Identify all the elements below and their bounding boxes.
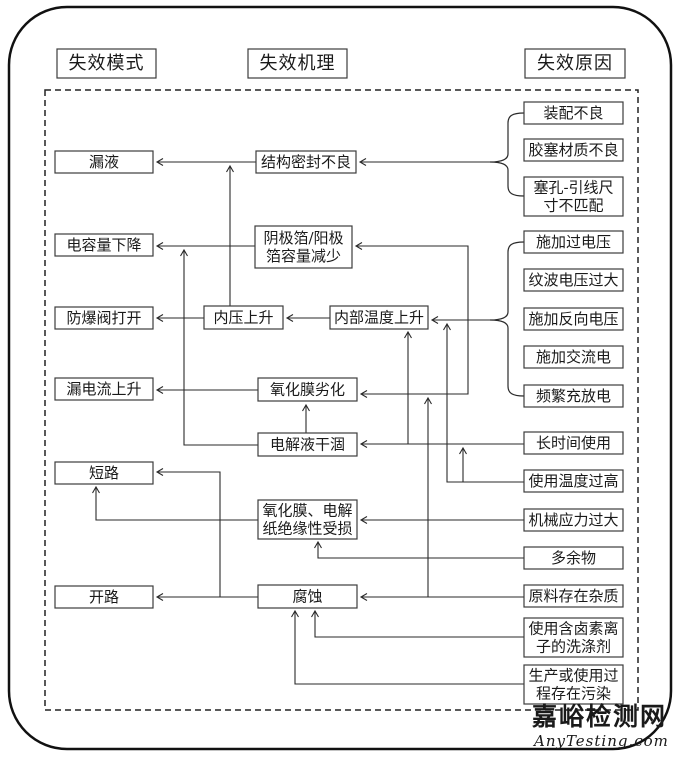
node-capacitance-drop-label: 电容量下降	[66, 236, 141, 254]
node-raw-material-impurity: 原料存在杂质	[523, 584, 624, 608]
node-ripple-overvoltage: 纹波电压过大	[523, 268, 624, 292]
header-failure-mechanism: 失效机理	[247, 48, 348, 79]
node-internal-pressure-rise: 内压上升	[203, 305, 284, 330]
node-poor-assembly: 装配不良	[523, 101, 624, 125]
node-ac-current-label: 施加交流电	[536, 348, 611, 366]
watermark-text: 嘉峪检测网	[532, 702, 667, 731]
edge-halogen-detergent--corrosion	[311, 609, 524, 638]
edge-foreign-matter--insulation-damage	[314, 540, 524, 559]
node-foreign-matter-label: 多余物	[551, 549, 596, 567]
edge-process-contamination--corrosion	[291, 609, 524, 685]
edge-electrolyte-dryout--capacitance-drop-line	[180, 248, 258, 446]
node-leak: 漏液	[54, 150, 154, 174]
node-oxide-film-degradation: 氧化膜劣化	[257, 377, 358, 402]
cause-brace-electrical	[489, 241, 525, 397]
node-vent-open-label: 防爆阀打开	[66, 309, 141, 327]
node-capacitance-drop: 电容量下降	[54, 233, 154, 257]
edges-layer	[92, 158, 524, 685]
node-foil-capacity-loss: 阴极箔/阳极箔容量减少	[254, 225, 353, 269]
node-corrosion: 腐蚀	[257, 584, 358, 609]
watermark-subtext: AnyTesting.com	[532, 732, 669, 750]
node-leakage-current-rise-label: 漏电流上升	[66, 380, 141, 398]
edge-cause-brace-electrical--foil-capacity-loss	[354, 242, 469, 320]
edge-high-ambient-temp--internal-temp-rise-line	[443, 322, 524, 483]
braces-layer	[489, 112, 525, 397]
node-process-contamination: 生产或使用过程存在污染	[523, 664, 624, 705]
node-poor-plug-material-label: 胶塞材质不良	[528, 141, 618, 159]
node-vent-open: 防爆阀打开	[54, 306, 154, 330]
node-poor-seal: 结构密封不良	[255, 150, 357, 174]
node-mechanical-stress-label: 机械应力过大	[528, 511, 618, 529]
node-reverse-voltage: 施加反向电压	[523, 307, 624, 331]
node-leakage-current-rise: 漏电流上升	[54, 377, 154, 401]
header-failure-mode-label: 失效模式	[69, 53, 145, 74]
node-poor-assembly-label: 装配不良	[543, 104, 603, 122]
edge-cause-brace-electrical--oxide-film-degradation	[359, 320, 469, 398]
node-plug-lead-mismatch-label: 塞孔-引线尺寸不匹配	[533, 179, 613, 215]
dashed-frame	[44, 89, 639, 711]
node-overvoltage-label: 施加过电压	[536, 233, 611, 251]
node-ac-current: 施加交流电	[523, 345, 624, 369]
node-halogen-detergent-label: 使用含卤素离子的洗涤剂	[528, 620, 618, 656]
node-ripple-overvoltage-label: 纹波电压过大	[528, 271, 618, 289]
node-short-circuit-label: 短路	[89, 464, 119, 482]
header-failure-cause-label: 失效原因	[537, 53, 613, 74]
node-insulation-damage: 氧化膜、电解纸绝缘性受损	[257, 499, 358, 540]
node-long-term-use: 长时间使用	[523, 431, 624, 455]
node-internal-temp-rise: 内部温度上升	[329, 305, 429, 330]
node-plug-lead-mismatch: 塞孔-引线尺寸不匹配	[523, 176, 624, 217]
node-frequent-charge-discharge: 频繁充放电	[523, 384, 624, 408]
node-frequent-charge-discharge-label: 频繁充放电	[536, 387, 611, 405]
node-poor-plug-material: 胶塞材质不良	[523, 138, 624, 162]
node-poor-seal-label: 结构密封不良	[261, 153, 351, 171]
header-failure-mechanism-label: 失效机理	[260, 53, 336, 74]
node-oxide-film-degradation-label: 氧化膜劣化	[270, 381, 345, 399]
node-high-ambient-temp-label: 使用温度过高	[528, 472, 618, 490]
node-electrolyte-dryout: 电解液干涸	[257, 432, 358, 457]
headers-layer: 失效模式 失效机理 失效原因	[56, 48, 626, 79]
node-internal-pressure-rise-label: 内压上升	[213, 309, 273, 327]
node-high-ambient-temp: 使用温度过高	[523, 469, 624, 493]
node-raw-material-impurity-label: 原料存在杂质	[528, 587, 618, 605]
node-short-circuit: 短路	[54, 461, 154, 485]
edge-corrosion-line--short-circuit	[155, 468, 221, 597]
node-corrosion-label: 腐蚀	[292, 588, 322, 606]
node-internal-temp-rise-label: 内部温度上升	[334, 309, 424, 327]
node-long-term-use-label: 长时间使用	[536, 434, 611, 452]
node-insulation-damage-label: 氧化膜、电解纸绝缘性受损	[262, 502, 352, 538]
node-electrolyte-dryout-label: 电解液干涸	[270, 436, 345, 454]
node-open-circuit-label: 开路	[89, 588, 119, 606]
node-mechanical-stress: 机械应力过大	[523, 508, 624, 532]
node-leak-label: 漏液	[89, 153, 119, 171]
edge-insulation-damage--short-circuit	[92, 485, 258, 521]
cause-brace-seal	[489, 112, 525, 197]
header-failure-mode: 失效模式	[56, 48, 157, 79]
header-failure-cause: 失效原因	[524, 48, 626, 79]
node-foil-capacity-loss-label: 阴极箔/阳极箔容量减少	[263, 229, 343, 265]
node-open-circuit: 开路	[54, 585, 154, 609]
node-halogen-detergent: 使用含卤素离子的洗涤剂	[523, 617, 624, 658]
rounded-outer-border	[7, 5, 673, 751]
node-reverse-voltage-label: 施加反向电压	[528, 310, 618, 328]
node-foreign-matter: 多余物	[523, 546, 624, 570]
node-overvoltage: 施加过电压	[523, 230, 624, 254]
node-process-contamination-label: 生产或使用过程存在污染	[528, 667, 618, 703]
